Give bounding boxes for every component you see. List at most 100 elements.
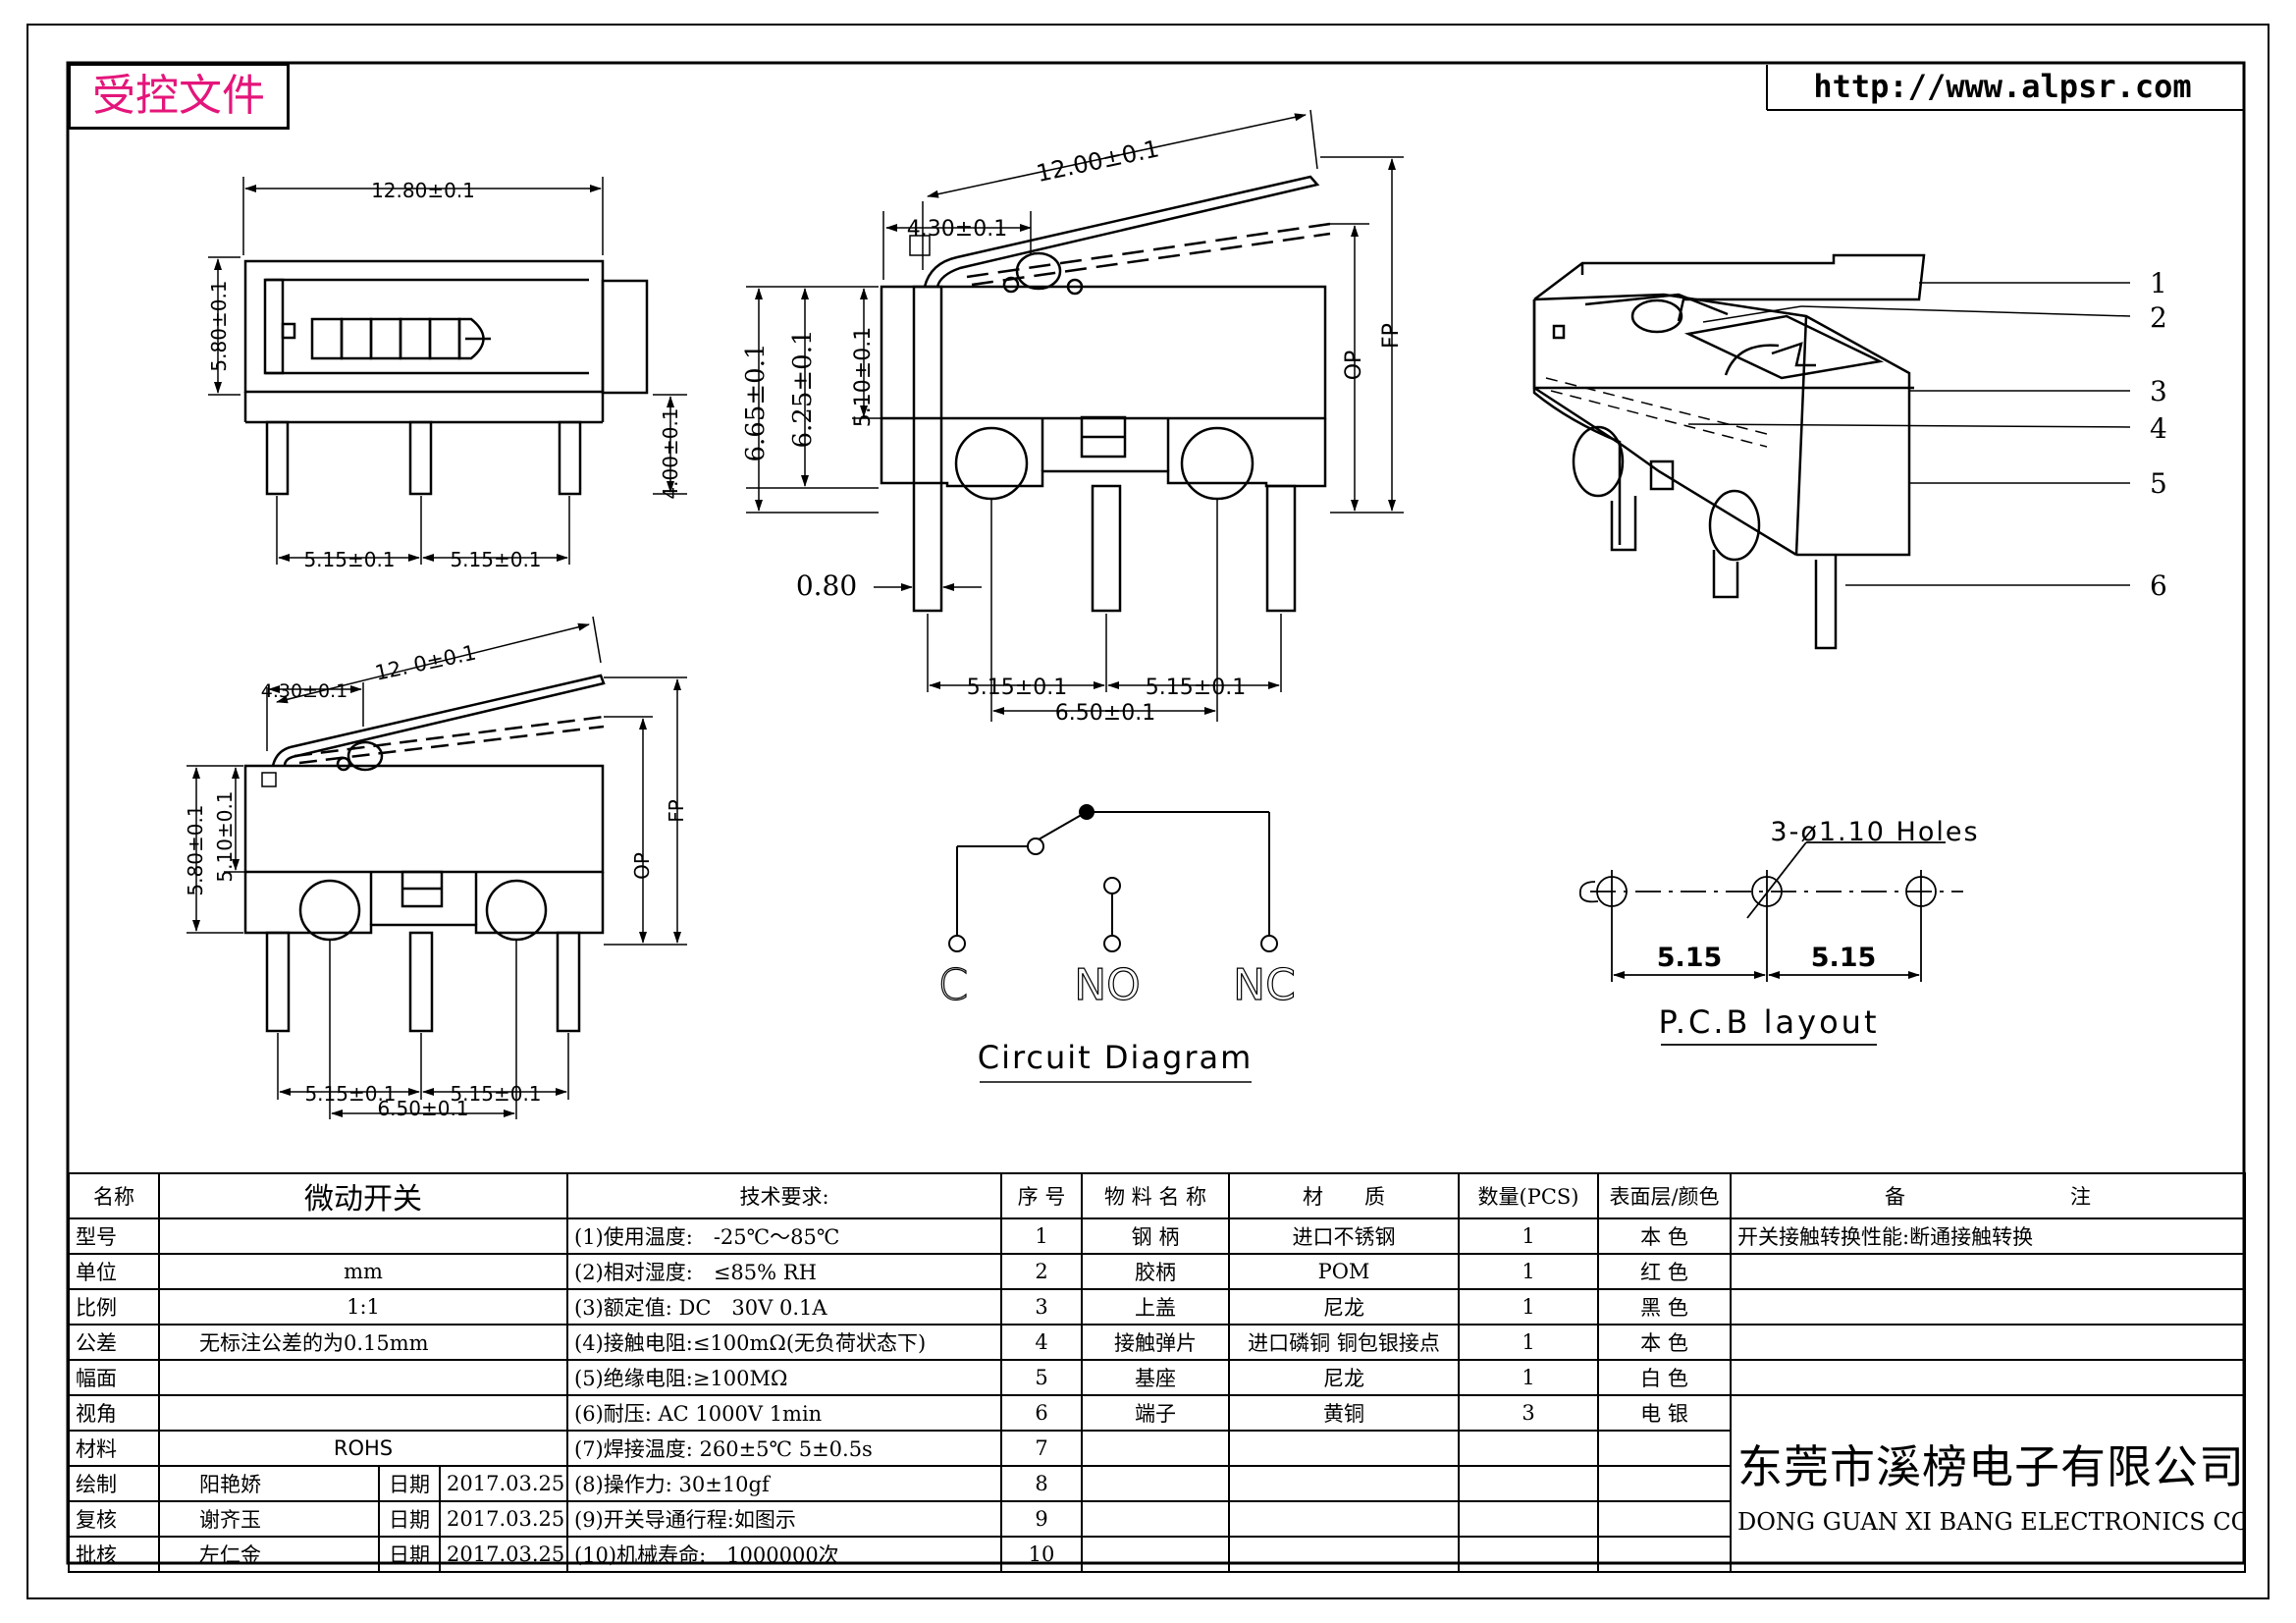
material-cell [1228, 1430, 1460, 1467]
surface-label: 表面层/颜色 [1597, 1172, 1732, 1219]
part-cell [1081, 1536, 1230, 1573]
lower-lever-dim: 12. 0±0.1 [373, 641, 478, 685]
qty-cell [1458, 1465, 1599, 1502]
material-cell: 进口磷铜 铜包银接点 [1228, 1324, 1460, 1361]
table-row: 比例 1:1 (3)额定值: DC 30V 0.1A 3 上盖 尼龙 1 黑 色 [68, 1288, 2246, 1325]
row-label: 材料 [68, 1430, 160, 1467]
lower-fp-label: FP [665, 799, 688, 823]
seq-cell: 6 [1000, 1394, 1083, 1432]
qty-cell: 3 [1458, 1394, 1599, 1432]
main-pitch-right: 5.15±0.1 [1146, 676, 1246, 700]
isometric-view [1532, 253, 2131, 650]
material-cell [1228, 1500, 1460, 1538]
part-cell [1081, 1500, 1230, 1538]
seq-cell: 1 [1000, 1217, 1083, 1255]
pcb-holes-label: 3-ø1.10 Holes [1770, 817, 1979, 847]
color-cell [1597, 1430, 1732, 1467]
part-cell: 端子 [1081, 1394, 1230, 1432]
lower-op-label: OP [630, 852, 654, 880]
remark-cell [1730, 1253, 2246, 1290]
row-label: 公差 [68, 1324, 160, 1361]
material-cell: 进口不锈钢 [1228, 1217, 1460, 1255]
qty-label: 数量(PCS) [1458, 1172, 1599, 1219]
tech-item: (8)操作力: 30±10gf [566, 1465, 1002, 1502]
main-h2-dim: 6.25±0.1 [788, 329, 818, 448]
circuit-label-no: NO [1074, 960, 1141, 1010]
controlled-document-stamp: 受控文件 [68, 63, 290, 130]
date-label: 日期 [378, 1536, 441, 1573]
tech-item: (1)使用温度: -25℃～85℃ [566, 1217, 1002, 1255]
table-row: 批核 左仁金 日期 2017.03.25 (10)机械寿命: 1000000次 … [68, 1536, 2245, 1573]
tech-item: (2)相对湿度: ≤85% RH [566, 1253, 1002, 1290]
main-fp-label: FP [1379, 323, 1404, 349]
row-label: 型号 [68, 1217, 160, 1255]
seq-cell: 9 [1000, 1500, 1083, 1538]
lower-span-dim: 6.50±0.1 [377, 1097, 468, 1120]
company-name-cn: 东莞市溪榜电子有限公司 [1737, 1440, 2245, 1493]
material-cell: 尼龙 [1228, 1359, 1460, 1396]
pcb-pitch-left: 5.15 [1657, 943, 1723, 973]
row-label: 视角 [68, 1394, 160, 1432]
qty-cell [1458, 1500, 1599, 1538]
lower-pitch-right: 5.15±0.1 [450, 1082, 541, 1106]
spec-table: 名称 微动开关 技术要求: 序 号 物 料 名 称 材 质 数量(PCS) 表面… [68, 1172, 2246, 1573]
tech-item: (9)开关导通行程:如图示 [566, 1500, 1002, 1538]
lower-pitch-left: 5.15±0.1 [304, 1082, 396, 1106]
material-name-label: 物 料 名 称 [1081, 1172, 1230, 1219]
color-cell [1597, 1536, 1732, 1573]
tech-item: (5)绝缘电阻:≥100MΩ [566, 1359, 1002, 1396]
top-pin-dim: 4.00±0.1 [659, 407, 682, 499]
table-row: 公差 无标注公差的为0.15mm (4)接触电阻:≤100mΩ(无负荷状态下) … [68, 1324, 2246, 1361]
table-header-row: 名称 微动开关 技术要求: 序 号 物 料 名 称 材 质 数量(PCS) 表面… [68, 1172, 2246, 1219]
name-label: 名称 [68, 1172, 160, 1219]
seq-cell: 10 [1000, 1536, 1083, 1573]
table-row: 型号 (1)使用温度: -25℃～85℃ 1 钢 柄 进口不锈钢 1 本 色 开… [68, 1217, 2246, 1255]
circuit-label-c: C [938, 960, 969, 1010]
row-value: 无标注公差的为0.15mm [158, 1324, 568, 1361]
color-cell: 黑 色 [1597, 1288, 1732, 1325]
top-view [208, 177, 687, 565]
remark-cell [1730, 1324, 2246, 1361]
pcb-pitch-right: 5.15 [1811, 943, 1877, 973]
qty-cell: 1 [1458, 1288, 1599, 1325]
qty-cell [1458, 1430, 1599, 1467]
pcb-layout [1578, 841, 1963, 1046]
circuit-title: Circuit Diagram [978, 1039, 1254, 1076]
date-value: 2017.03.25 [439, 1536, 568, 1573]
remark-cell: 开关接触转换性能:断通接触转换 [1730, 1217, 2246, 1255]
date-value: 2017.03.25 [439, 1465, 568, 1502]
qty-cell: 1 [1458, 1217, 1599, 1255]
callout-2: 2 [2150, 301, 2167, 334]
date-label: 日期 [378, 1500, 441, 1538]
outer-frame [27, 24, 2269, 1599]
seq-cell: 4 [1000, 1324, 1083, 1361]
main-pitch-left: 5.15±0.1 [967, 676, 1067, 700]
material-cell [1228, 1465, 1460, 1502]
part-cell [1081, 1465, 1230, 1502]
part-cell [1081, 1430, 1230, 1467]
side-view-main [746, 109, 1404, 722]
remark-cell [1730, 1288, 2246, 1325]
callout-5: 5 [2150, 467, 2167, 500]
callout-1: 1 [2150, 267, 2167, 299]
row-label: 绘制 [68, 1465, 160, 1502]
circuit-diagram [948, 804, 1278, 1083]
name-value: 微动开关 [158, 1172, 568, 1219]
tech-item: (7)焊接温度: 260±5℃ 5±0.5s [566, 1430, 1002, 1467]
tech-item: (10)机械寿命: 1000000次 [566, 1536, 1002, 1573]
circuit-label-nc: NC [1233, 960, 1296, 1010]
part-cell: 接触弹片 [1081, 1324, 1230, 1361]
top-width-dim: 12.80±0.1 [371, 179, 475, 202]
tech-item: (6)耐压: AC 1000V 1min [566, 1394, 1002, 1432]
drafter-name: 阳艳娇 [158, 1465, 380, 1502]
row-value [158, 1359, 568, 1396]
tech-item: (3)额定值: DC 30V 0.1A [566, 1288, 1002, 1325]
row-value: ROHS [158, 1430, 568, 1467]
main-h3-dim: 5.10±0.1 [851, 327, 876, 427]
company-block: 东莞市溪榜电子有限公司 DONG GUAN XI BANG ELECTRONIC… [1730, 1394, 2246, 1573]
row-label: 复核 [68, 1500, 160, 1538]
row-label: 比例 [68, 1288, 160, 1325]
seq-cell: 8 [1000, 1465, 1083, 1502]
part-cell: 胶柄 [1081, 1253, 1230, 1290]
